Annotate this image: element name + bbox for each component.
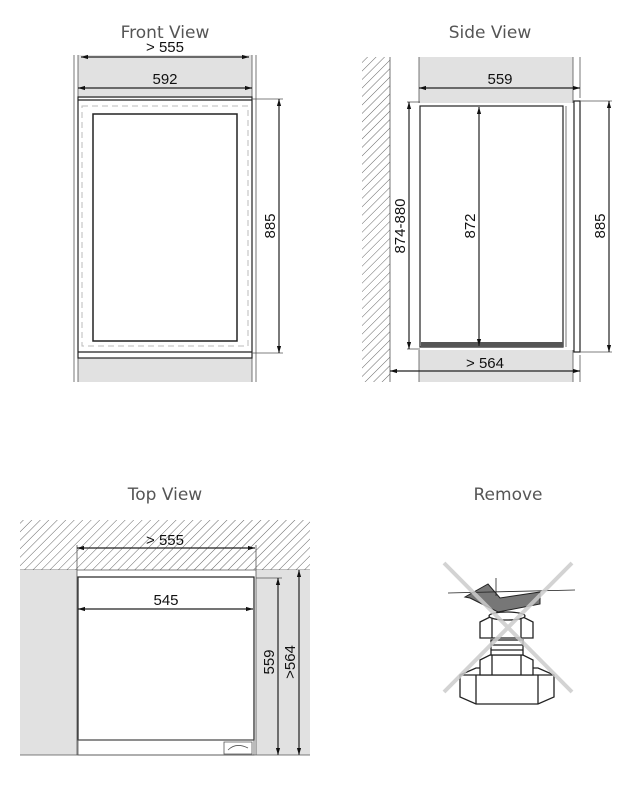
front-view: Front View > 555 592 885 bbox=[73, 23, 283, 382]
dim-niche-height: 874-880 bbox=[392, 198, 409, 253]
appliance-side bbox=[419, 105, 564, 348]
hinge-icon bbox=[223, 741, 253, 755]
dim-width: 592 bbox=[152, 71, 177, 88]
appliance-front bbox=[77, 96, 253, 359]
dim-min-depth: > 564 bbox=[466, 355, 504, 372]
cabinet-top bbox=[78, 55, 252, 98]
wall-hatch bbox=[20, 520, 310, 570]
door-side bbox=[573, 100, 581, 353]
dim-depth: 559 bbox=[261, 649, 278, 674]
dim-min-width: > 555 bbox=[146, 532, 184, 549]
dim-depth: 559 bbox=[487, 71, 512, 88]
leveling-foot-icon bbox=[459, 611, 555, 705]
top-view: Top View > 555 545 559 >564 bbox=[20, 485, 310, 756]
cabinet-bottom bbox=[78, 358, 252, 382]
dim-height: 885 bbox=[262, 213, 279, 238]
side-view-title: Side View bbox=[449, 23, 532, 43]
dim-inner-height: 872 bbox=[462, 213, 479, 238]
dim-min-width: > 555 bbox=[146, 39, 184, 56]
door-outline bbox=[81, 105, 249, 347]
top-view-title: Top View bbox=[127, 485, 203, 505]
side-view: Side View 559 872 874-880 885 > 564 bbox=[362, 23, 612, 382]
door-glass bbox=[92, 113, 238, 342]
dim-height: 885 bbox=[592, 213, 609, 238]
remove-title: Remove bbox=[474, 485, 543, 505]
dim-width: 545 bbox=[153, 592, 178, 609]
rotate-arrow-icon bbox=[463, 583, 541, 613]
remove-section: Remove bbox=[442, 485, 576, 705]
dim-min-depth: >564 bbox=[282, 645, 299, 679]
cross-out-icon bbox=[442, 561, 574, 694]
base-plinth bbox=[421, 342, 563, 347]
front-view-title: Front View bbox=[121, 23, 210, 43]
wall-hatch bbox=[362, 57, 390, 382]
